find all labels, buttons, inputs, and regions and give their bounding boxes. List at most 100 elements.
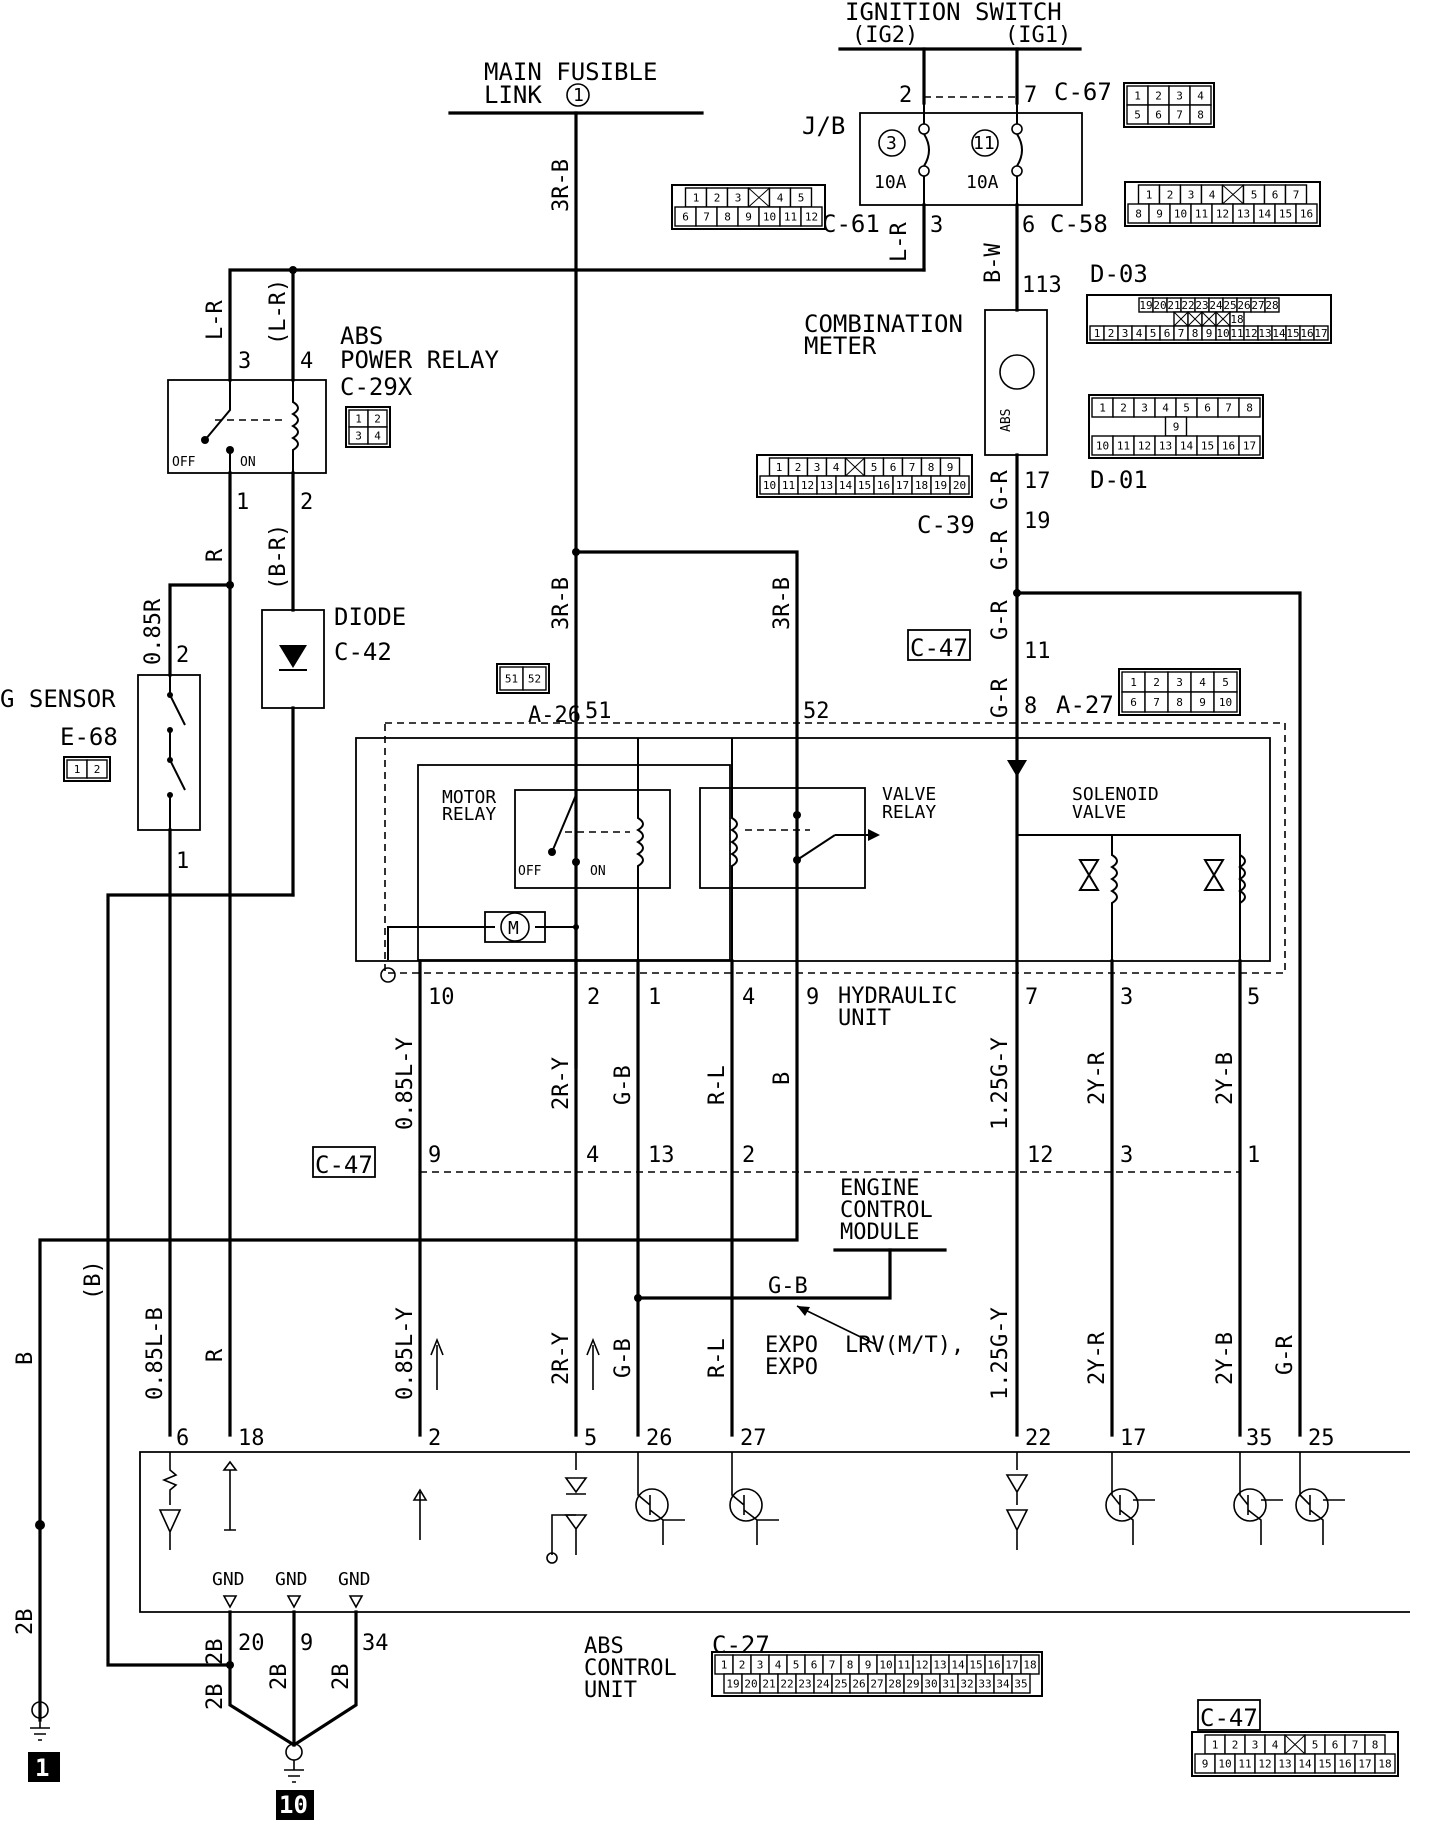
d01-label: D-01 xyxy=(1090,466,1148,494)
cu-pin-35: 35 xyxy=(1246,1426,1273,1451)
combination-meter-title-2: METER xyxy=(804,332,877,360)
ignition-switch-title: IGNITION SWITCH xyxy=(845,0,1062,26)
wire-b-top: B xyxy=(770,1072,795,1085)
connector-blank-cell xyxy=(1201,311,1217,327)
connector-pin-number: 9 xyxy=(1156,208,1163,221)
connector-pin-number: 5 xyxy=(1222,676,1229,689)
connector-pin-number: 1 xyxy=(693,192,700,205)
fuse-11-amperage: 10A xyxy=(966,172,999,193)
connector-pin-number: 1 xyxy=(721,1659,728,1672)
c47-pin-13: 13 xyxy=(648,1143,675,1168)
connector-pin-number: 22 xyxy=(1181,299,1194,312)
expo-label-2: EXPO xyxy=(765,1355,818,1380)
connector-pin-number: 4 xyxy=(833,461,840,474)
connector-pin-number: 13 xyxy=(1278,1758,1291,1771)
cu-pin-18: 18 xyxy=(238,1426,265,1451)
connector-pin-number: 18 xyxy=(1378,1758,1391,1771)
connector-pin-number: 19 xyxy=(726,1678,739,1691)
connector-pin-number: 7 xyxy=(829,1659,836,1672)
c47-connector-c: C-47 xyxy=(1197,1699,1261,1732)
hu-pin-3: 3 xyxy=(1120,985,1133,1010)
ecm-title: ENGINE xyxy=(840,1176,919,1201)
connector-pin-number: 19 xyxy=(1139,299,1152,312)
pin-2-c67: 2 xyxy=(899,83,912,108)
pin-8: 8 xyxy=(1024,694,1037,719)
abs-cu-title-2: CONTROL xyxy=(584,1656,677,1681)
connector-pin-number: 6 xyxy=(1164,327,1171,340)
connector-pin-cell xyxy=(367,426,388,445)
fuse-11-number: 11 xyxy=(973,133,995,154)
cu-pin-5: 5 xyxy=(584,1426,597,1451)
connector-pin-number: 8 xyxy=(1246,402,1253,415)
wire-gr-1: G-R xyxy=(988,470,1013,510)
connector-pin-number: 28 xyxy=(1265,299,1278,312)
connector-pin-number: 24 xyxy=(1209,299,1223,312)
connector-pin-number: 7 xyxy=(1225,402,1232,415)
connector-pin-number: 12 xyxy=(805,211,818,224)
pin-17: 17 xyxy=(1024,469,1051,494)
connector-pin-number: 18 xyxy=(1230,313,1243,326)
hu-pin-10: 10 xyxy=(428,985,455,1010)
wire-r-1: R xyxy=(203,548,228,562)
connector-pin-number: 5 xyxy=(1183,402,1190,415)
c47-connector-a: C-47 xyxy=(907,629,971,662)
connector-pin-number: 29 xyxy=(906,1678,919,1691)
connector-pin-number: 14 xyxy=(1258,208,1272,221)
transistor-17 xyxy=(1105,1452,1155,1545)
connector-pin-number: 8 xyxy=(724,211,731,224)
wire-br: (B-R) xyxy=(266,524,291,590)
connector-pin-number: 10 xyxy=(1096,440,1109,453)
connector-pin-number: 15 xyxy=(858,479,871,492)
connector-pin-number: 3 xyxy=(355,430,362,443)
connector-pin-number: 7 xyxy=(1178,327,1185,340)
c61-label: C-61 xyxy=(822,210,880,238)
connector-pin-number: 12 xyxy=(1258,1758,1271,1771)
g-sensor-title: G SENSOR xyxy=(0,685,116,713)
transistor-35 xyxy=(1233,1452,1283,1545)
c58-label: C-58 xyxy=(1050,210,1108,238)
connector-pin-number: 9 xyxy=(865,1659,872,1672)
connector-pin-number: 2 xyxy=(1108,327,1115,340)
lrv-label: LRV(M/T), xyxy=(845,1333,964,1358)
connector-pin-number: 6 xyxy=(682,211,689,224)
connector-pin-number: 4 xyxy=(1272,1739,1279,1752)
connector-pin-number: 25 xyxy=(1223,299,1236,312)
connector-pin-number: 4 xyxy=(1136,327,1143,340)
junction-block: J/B 3 11 10A 10A xyxy=(802,103,1083,206)
hu-pin-5: 5 xyxy=(1247,985,1260,1010)
connector-pin-number: 3 xyxy=(1122,327,1129,340)
motor-relay-title: MOTOR xyxy=(442,787,496,808)
connector-pin-number: 11 xyxy=(782,479,795,492)
ig2-label: (IG2) xyxy=(852,23,918,48)
solenoid-valve-title: SOLENOID xyxy=(1072,784,1159,805)
expo-label-1: EXPO xyxy=(765,1333,818,1358)
connector-pin-number: 10 xyxy=(1219,696,1232,709)
connector-pin-number: 14 xyxy=(839,479,853,492)
pin-51: 51 xyxy=(585,699,612,724)
connector-pin-number: 3 xyxy=(757,1659,764,1672)
connector-pin-number: 11 xyxy=(1230,327,1243,340)
connector-pin-number: 1 xyxy=(776,461,783,474)
connector-pin-number: 8 xyxy=(1372,1739,1379,1752)
c47-label-c: C-47 xyxy=(1200,1704,1258,1732)
relay-on-label: ON xyxy=(240,455,256,470)
connector-pin-number: 21 xyxy=(1167,299,1180,312)
wire-085lb: 0.85L-B xyxy=(143,1307,168,1400)
gnd-pin-9: 9 xyxy=(300,1631,313,1656)
c47-connector-b: C-47 xyxy=(312,1146,376,1179)
ground-label-1: 1 xyxy=(35,1754,49,1782)
connector-pin-number: 1 xyxy=(1099,402,1106,415)
connector-pin-number: 20 xyxy=(744,1678,757,1691)
connector-pin-number: 18 xyxy=(915,479,928,492)
connector-pin-number: 9 xyxy=(1202,1758,1209,1771)
connector-pin-number: 22 xyxy=(780,1678,793,1691)
cu-pin-27: 27 xyxy=(740,1426,767,1451)
abs-cu-title: ABS xyxy=(584,1634,624,1659)
wire-ry-top: 2R-Y xyxy=(549,1057,574,1110)
connector-pin-number: 13 xyxy=(933,1659,946,1672)
c47-pin-4: 4 xyxy=(586,1143,599,1168)
connector-pin-number: 12 xyxy=(1216,208,1229,221)
wire-2b-a: 2B xyxy=(203,1639,228,1666)
